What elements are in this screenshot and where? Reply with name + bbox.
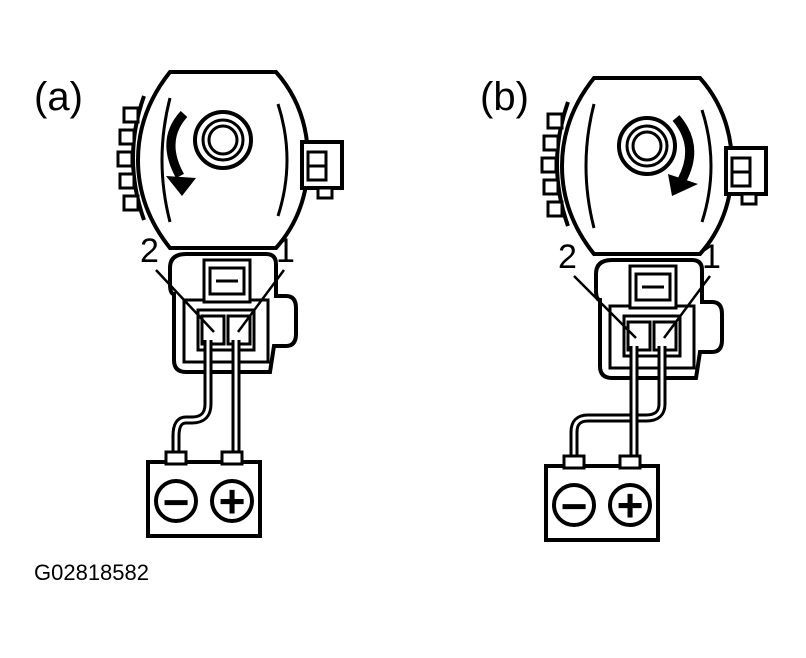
pin-2-label-b: 2 (558, 238, 577, 276)
battery-positive-a: + (219, 475, 246, 527)
panel-a-label: (a) (34, 75, 83, 119)
battery-negative-b: − (561, 480, 588, 532)
pin-1-label-a: 1 (276, 232, 295, 270)
pin-2-label-a: 2 (140, 232, 159, 270)
wires-a (171, 340, 241, 452)
figure-code: G02818582 (34, 560, 149, 585)
rotation-arrow-ccw-icon (166, 110, 196, 196)
actuator-a (116, 70, 344, 250)
actuator-b (540, 76, 768, 256)
battery-negative-a: − (163, 476, 190, 528)
panel-a: (a) 2 1 − + (34, 70, 344, 538)
pin-leader-lines-a (155, 269, 286, 333)
panel-b-label: (b) (480, 75, 529, 119)
panel-b: (b) 2 1 − + (480, 75, 768, 542)
battery-positive-b: + (617, 479, 644, 531)
pin-leader-lines-b (573, 275, 712, 339)
rotation-arrow-cw-icon (668, 115, 698, 196)
wires-b (569, 346, 667, 456)
pin-1-label-b: 1 (702, 238, 721, 276)
